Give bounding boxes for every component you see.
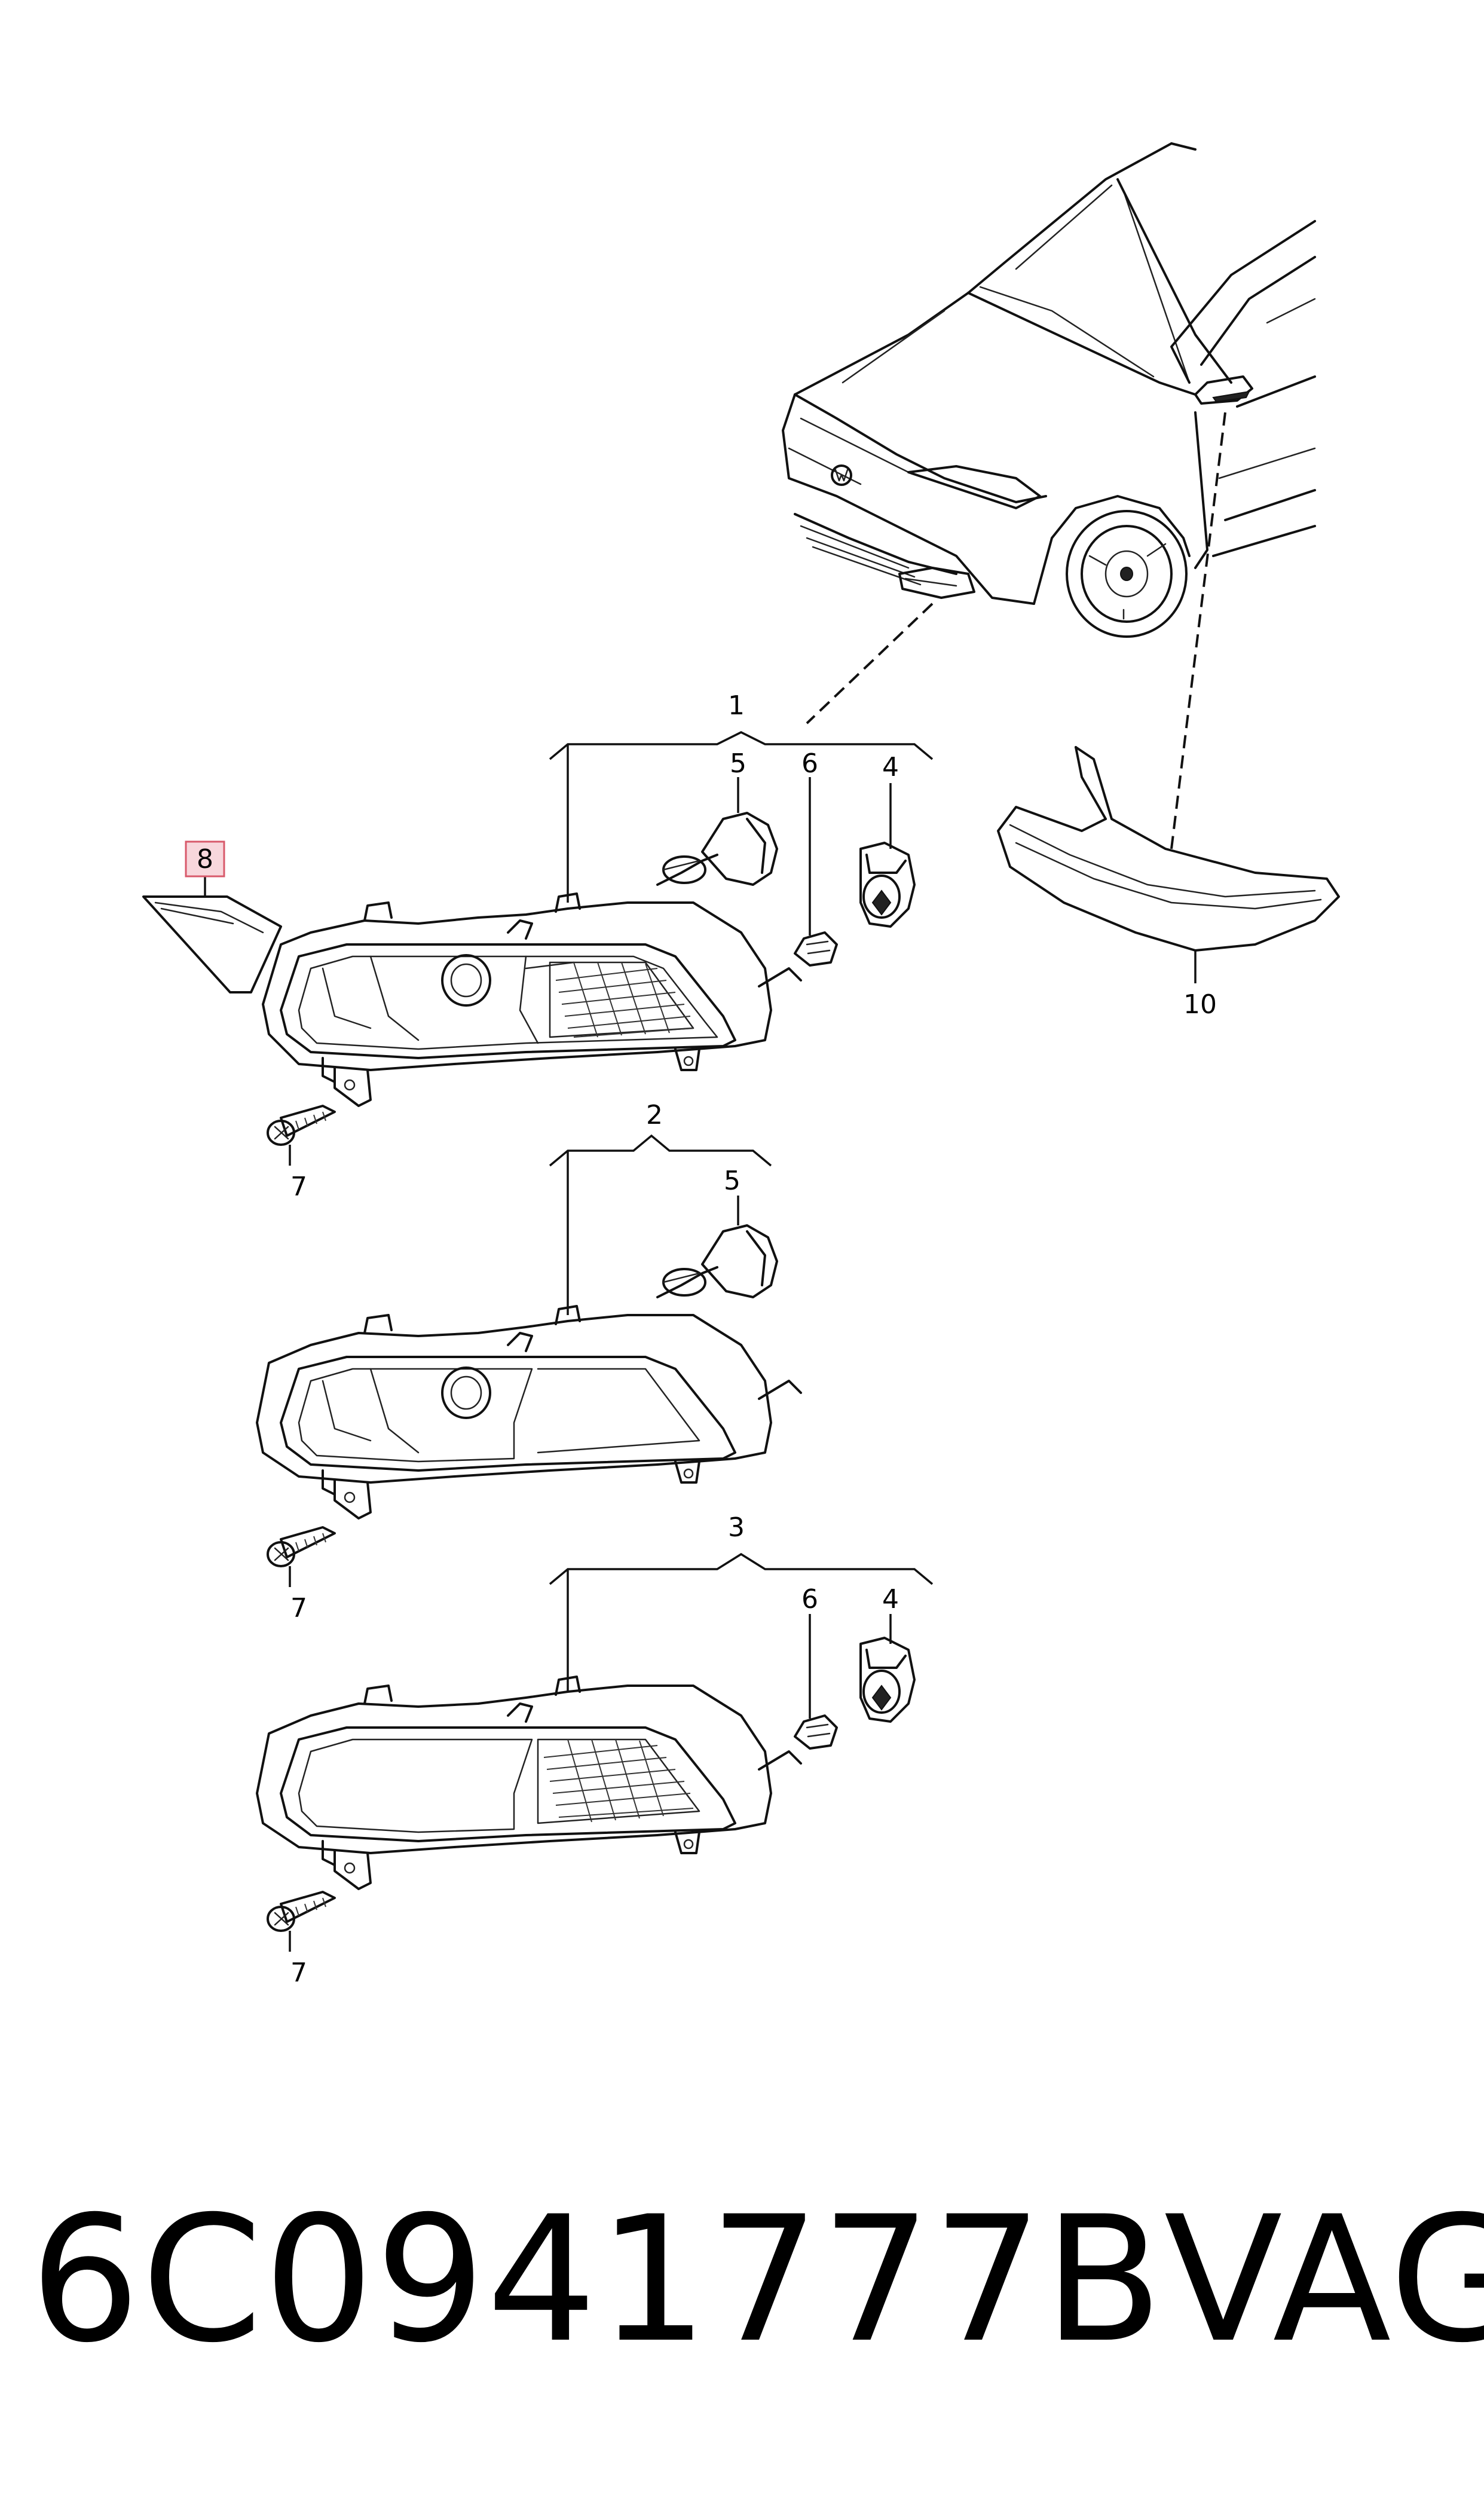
brand-label: VAG (1164, 2179, 1484, 2381)
callout-7b: 7 (290, 1593, 307, 1624)
callout-3: 3 (728, 1512, 745, 1543)
bulb-socket-1 (859, 842, 916, 928)
mirror-trim-part (997, 746, 1340, 952)
part-number-footer: 6C0941777B VAG (30, 2179, 1484, 2381)
highlight-box-8 (185, 840, 225, 878)
callout-4a: 4 (882, 752, 899, 782)
trim-cap-part (142, 895, 282, 993)
bulb-w5w-2 (794, 1714, 838, 1750)
callout-1: 1 (728, 690, 745, 721)
headlight-assembly-2 (256, 1134, 802, 1520)
callout-8: 8 (197, 844, 213, 875)
bulb-w5w-1 (794, 931, 838, 967)
callout-6a: 6 (801, 748, 818, 779)
part-number: 6C0941777B (30, 2179, 1164, 2381)
screw-2 (267, 1526, 336, 1567)
screw-3 (267, 1891, 336, 1932)
callout-4b: 4 (882, 1584, 899, 1615)
headlight-assembly-3 (256, 1552, 934, 1890)
headlight-assembly-1 (262, 731, 934, 1107)
callout-7c: 7 (290, 1958, 307, 1988)
car-illustration (782, 142, 1316, 849)
callout-6b: 6 (801, 1584, 818, 1615)
callout-5a: 5 (730, 748, 746, 779)
bulb-h7-1 (656, 812, 778, 886)
bulb-socket-2 (859, 1637, 916, 1723)
screw-1 (267, 1105, 336, 1146)
callout-5b: 5 (724, 1166, 741, 1196)
callout-7a: 7 (290, 1172, 307, 1202)
callout-2: 2 (646, 1100, 663, 1130)
bulb-h7-2 (656, 1224, 778, 1298)
callout-10: 10 (1183, 989, 1217, 1020)
